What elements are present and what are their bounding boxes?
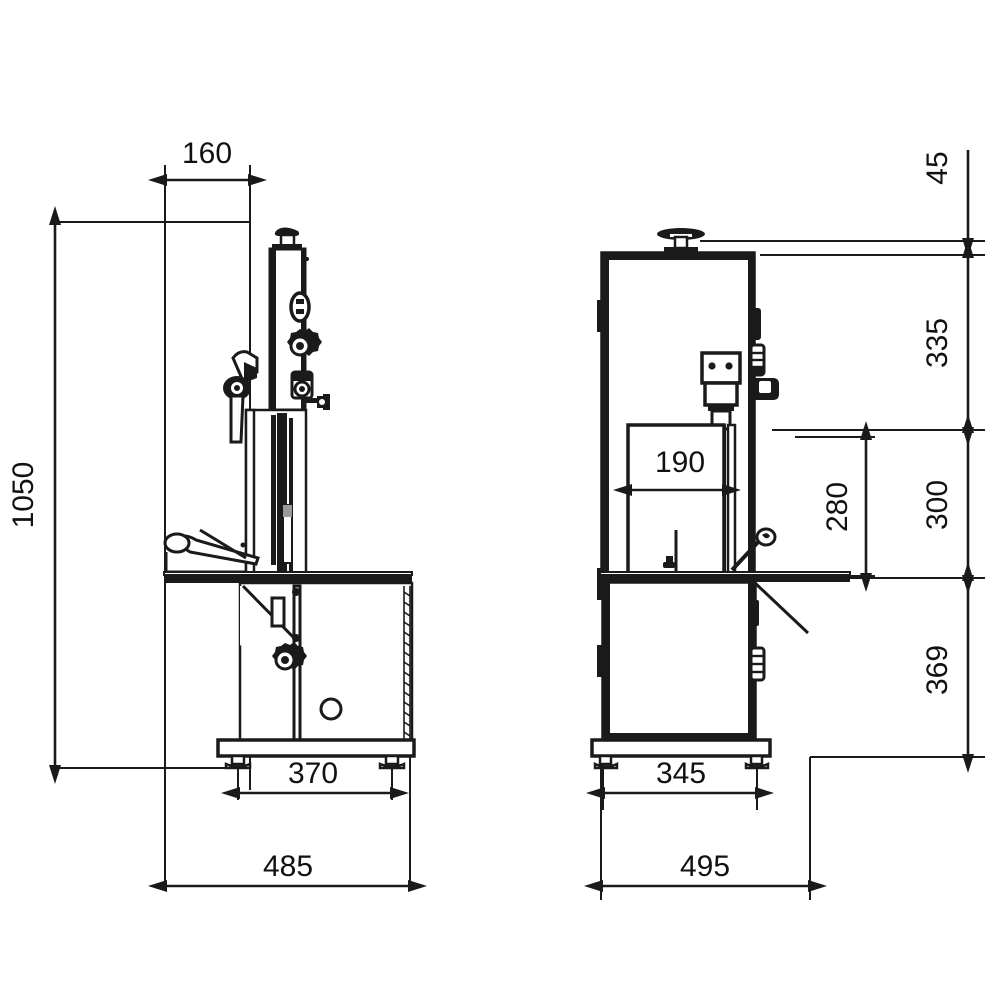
dimension-335-label: 335	[921, 318, 954, 368]
dimension-495: 495	[584, 850, 827, 892]
dimension-369: 369	[921, 562, 974, 773]
dimension-300-label: 300	[921, 480, 954, 530]
dimension-190-label: 190	[655, 446, 705, 479]
dimension-190: 190	[613, 446, 741, 496]
dimension-45-label: 45	[921, 151, 954, 184]
dimension-45: 45	[921, 150, 974, 257]
dimension-485-label: 485	[263, 850, 313, 883]
side-view-machine	[163, 227, 416, 770]
dimension-370: 370	[221, 757, 409, 799]
dimension-369-label: 369	[921, 645, 954, 695]
dimension-345: 345	[586, 757, 774, 799]
dimension-370-label: 370	[288, 757, 338, 790]
dimension-335: 335	[921, 239, 974, 446]
dimension-160-label: 160	[182, 137, 232, 170]
dimension-300: 300	[921, 414, 974, 594]
adjust-knob-icon	[287, 328, 322, 357]
front-view-group: 45 335 300 369 190 280 345	[584, 150, 985, 900]
dimension-485: 485	[148, 850, 427, 892]
dimension-1050-label: 1050	[7, 462, 40, 529]
front-view-machine	[590, 228, 851, 770]
dimension-160: 160	[148, 137, 267, 186]
dimension-345-label: 345	[656, 757, 706, 790]
dimension-1050: 1050	[7, 206, 61, 784]
side-view-group: 160 1050 370 485	[7, 137, 427, 892]
dimension-280: 280	[821, 421, 872, 592]
dimension-495-label: 495	[680, 850, 730, 883]
cabinet-knob-icon	[272, 642, 307, 671]
dimension-280-label: 280	[821, 482, 854, 532]
hatch-strip	[403, 586, 411, 742]
